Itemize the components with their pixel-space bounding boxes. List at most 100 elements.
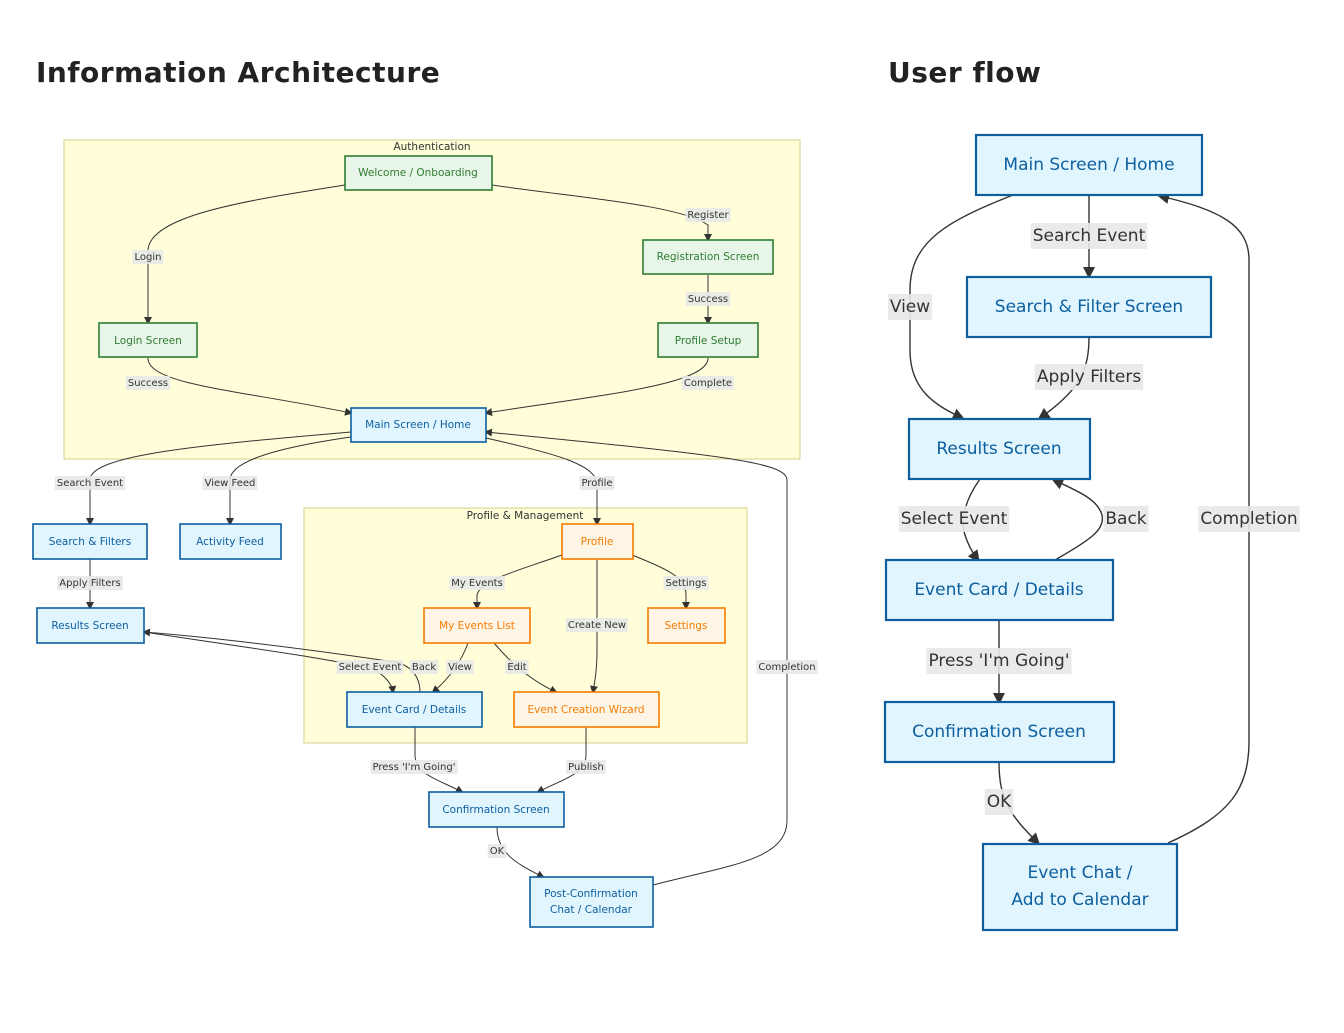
ia-node-search-filters[interactable]: Search & Filters [32,523,148,560]
uf-label-press-going: Press 'I'm Going' [926,648,1072,674]
uf-label-search-event: Search Event [1030,223,1148,249]
uf-node-main[interactable]: Main Screen / Home [974,133,1204,197]
svg-text:Search Event: Search Event [57,478,123,489]
svg-text:My Events List: My Events List [439,620,515,632]
svg-text:Apply Filters: Apply Filters [1037,367,1142,387]
uf-node-event-card[interactable]: Event Card / Details [884,558,1115,622]
svg-text:Event Card / Details: Event Card / Details [914,580,1083,600]
uf-node-confirmation[interactable]: Confirmation Screen [883,700,1116,764]
ia-node-results[interactable]: Results Screen [36,607,145,644]
edge-post-main-completion [484,428,788,886]
label-search-event: Search Event [54,476,126,490]
ia-node-registration[interactable]: Registration Screen [642,239,774,275]
svg-text:Back: Back [412,662,436,673]
user-flow-diagram: Search Event View Apply Filters Select E… [883,133,1300,932]
edge-eventcard-confirmation [414,727,464,793]
label-create-new: Create New [565,618,629,632]
uf-label-ok: OK [984,789,1014,815]
label-success-reg: Success [685,292,731,306]
label-back: Back [409,660,439,674]
cluster-label-authentication: Authentication [393,141,470,153]
svg-text:Welcome / Onboarding: Welcome / Onboarding [358,167,478,179]
userflow-title: User flow [888,56,1042,89]
cluster-authentication: Authentication [63,139,801,460]
svg-text:Register: Register [687,210,729,221]
svg-text:Create New: Create New [568,620,626,631]
uf-label-back: Back [1103,506,1149,532]
ia-node-event-card[interactable]: Event Card / Details [346,691,483,728]
svg-text:Search & Filters: Search & Filters [49,536,131,548]
ia-node-profile[interactable]: Profile [561,523,634,560]
label-register: Register [685,208,731,222]
uf-node-results[interactable]: Results Screen [907,417,1092,481]
edge-welcome-login [144,184,346,325]
svg-text:View: View [890,297,930,317]
svg-text:View: View [448,662,472,673]
svg-text:Profile: Profile [581,536,614,548]
label-apply-filters: Apply Filters [57,576,123,590]
label-view-feed: View Feed [202,476,258,490]
uf-label-select-event: Select Event [898,506,1010,532]
ia-node-event-creation[interactable]: Event Creation Wizard [513,691,660,728]
ia-node-login[interactable]: Login Screen [98,322,198,358]
label-login: Login [132,250,164,264]
svg-text:Search Event: Search Event [1033,226,1146,246]
label-edit: Edit [505,660,529,674]
label-my-events: My Events [449,576,505,590]
ia-node-main[interactable]: Main Screen / Home [350,407,487,443]
svg-text:OK: OK [490,846,505,857]
uf-edge-results-eventcard [962,478,981,563]
svg-text:Completion: Completion [1200,509,1297,529]
ia-node-settings[interactable]: Settings [647,607,726,644]
uf-node-search-filter[interactable]: Search & Filter Screen [965,275,1213,339]
ia-node-profile-setup[interactable]: Profile Setup [657,322,759,358]
edge-main-search [86,431,352,526]
svg-text:Publish: Publish [568,762,604,773]
svg-text:Event Card / Details: Event Card / Details [362,704,467,716]
label-ok: OK [487,844,507,858]
uf-label-completion: Completion [1198,506,1300,532]
svg-text:Confirmation Screen: Confirmation Screen [442,804,549,816]
uf-edge-labels: Search Event View Apply Filters Select E… [887,223,1300,815]
ia-node-confirmation[interactable]: Confirmation Screen [428,791,565,828]
svg-text:Select Event: Select Event [901,509,1008,529]
ia-edge-labels: Login Register Success Success Complete … [54,208,818,858]
uf-edge-main-results-view [909,194,1014,420]
svg-text:Event Chat /: Event Chat / [1028,863,1133,883]
label-completion: Completion [756,660,818,674]
edge-profile-creation [590,559,598,694]
svg-text:Success: Success [688,294,728,305]
svg-text:Success: Success [128,378,168,389]
svg-text:View Feed: View Feed [205,478,256,489]
edge-creation-confirmation [536,727,587,793]
edge-login-main [147,357,353,416]
ia-node-activity-feed[interactable]: Activity Feed [179,523,282,560]
svg-text:Main Screen / Home: Main Screen / Home [1003,155,1174,175]
label-view: View [446,660,474,674]
svg-text:Add to Calendar: Add to Calendar [1011,890,1148,910]
svg-text:My Events: My Events [451,578,503,589]
svg-text:Complete: Complete [684,378,732,389]
svg-text:Login Screen: Login Screen [114,335,182,347]
label-success-login: Success [125,376,171,390]
svg-text:Profile Setup: Profile Setup [675,335,742,347]
uf-edges [909,192,1250,846]
svg-text:Results Screen: Results Screen [936,439,1061,459]
ia-node-welcome[interactable]: Welcome / Onboarding [344,155,493,191]
ia-title: Information Architecture [36,56,441,89]
label-publish: Publish [566,760,606,774]
svg-text:Press 'I'm Going': Press 'I'm Going' [373,762,456,773]
svg-text:Back: Back [1105,509,1146,529]
ia-node-my-events-list[interactable]: My Events List [423,607,531,644]
label-profile: Profile [579,476,615,490]
svg-text:Apply Filters: Apply Filters [59,578,120,589]
svg-text:Post-Confirmation: Post-Confirmation [544,888,638,900]
cluster-label-profile-management: Profile & Management [467,510,584,522]
edge-profile-setup-main [484,357,709,417]
svg-text:Confirmation Screen: Confirmation Screen [912,722,1086,742]
svg-text:Activity Feed: Activity Feed [196,536,264,548]
edge-confirmation-post [496,826,545,878]
uf-node-event-chat[interactable]: Event Chat / Add to Calendar [981,842,1179,932]
